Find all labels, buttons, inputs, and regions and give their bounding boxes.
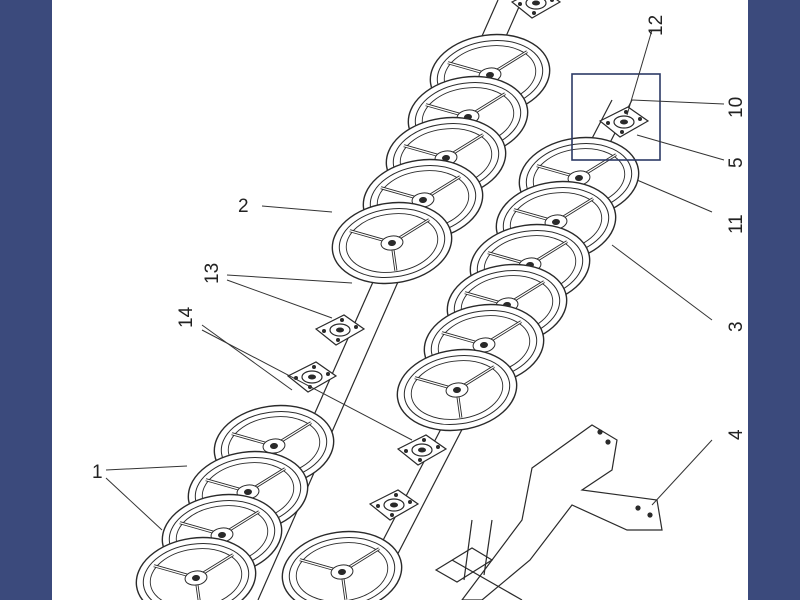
- callout-12: 12: [646, 15, 667, 36]
- callout-1: 1: [92, 462, 103, 483]
- callout-2: 2: [238, 196, 249, 217]
- callout-labels: 1 2 3 4 5 10 11 12 13 14: [92, 15, 747, 483]
- callout-14: 14: [176, 306, 197, 328]
- callout-4: 4: [726, 429, 747, 440]
- frame-bracket: [434, 424, 663, 600]
- callout-13: 13: [202, 263, 223, 284]
- lower-wheel-gang: [275, 99, 649, 600]
- callout-10: 10: [726, 97, 747, 118]
- drawing-sheet: 1 2 3 4 5 10 11 12 13 14: [52, 0, 748, 600]
- callout-5: 5: [726, 157, 747, 168]
- upper-wheel-gang: [129, 0, 561, 600]
- callout-3: 3: [726, 321, 747, 332]
- leader-lines: [105, 29, 725, 531]
- callout-11: 11: [726, 214, 747, 234]
- exploded-assembly-drawing: 1 2 3 4 5 10 11 12 13 14: [92, 0, 747, 600]
- detail-highlight-box: [571, 73, 661, 161]
